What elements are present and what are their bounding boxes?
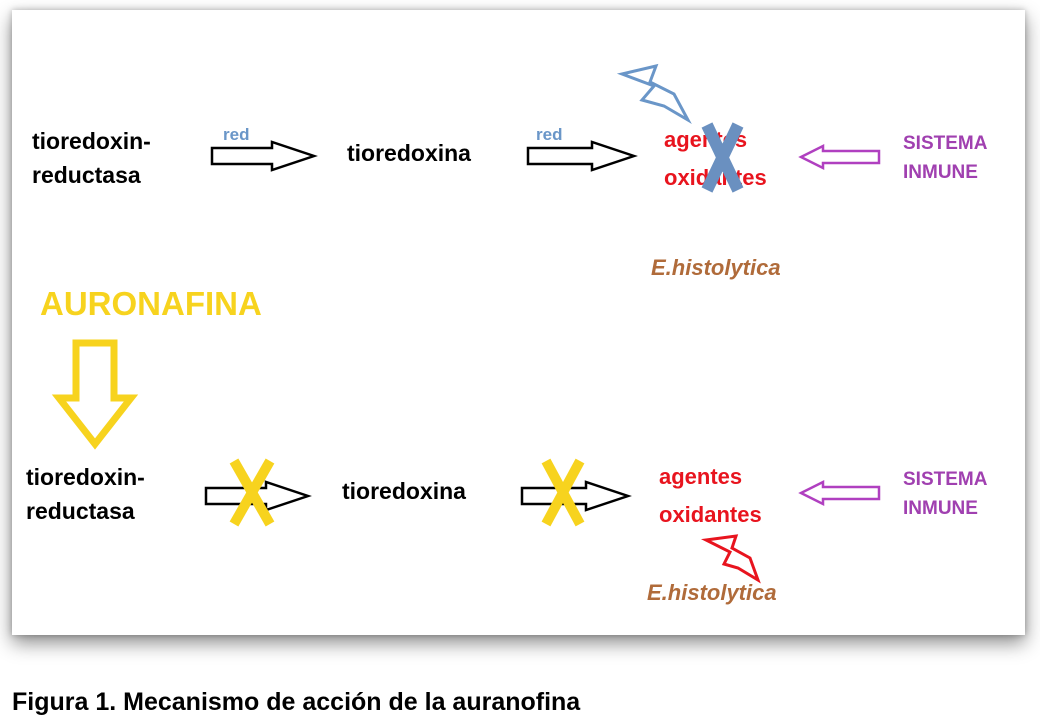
top-organism-label: E.histolytica <box>651 255 781 280</box>
drug-label: AURONAFINA <box>40 285 262 322</box>
bottom-immune-label: SISTEMA INMUNE <box>903 469 988 519</box>
lightning-bolt-icon <box>616 63 692 124</box>
bottom-oxidants-label: agentes oxidantes <box>659 464 762 527</box>
cross-mark-icon <box>229 458 275 527</box>
top-enzyme-label: tioredoxin- reductasa <box>32 128 151 188</box>
lightning-bolt-icon <box>700 534 761 584</box>
cross-mark-icon <box>541 458 585 527</box>
cross-mark-icon <box>701 122 744 193</box>
top-red-label-2: red <box>536 125 563 144</box>
outline-arrow-right-icon <box>210 140 318 172</box>
outline-arrow-right-icon <box>520 480 632 512</box>
top-red-label-1: red <box>223 125 250 144</box>
bottom-enzyme-label: tioredoxin- reductasa <box>26 464 145 524</box>
outline-arrow-left-icon <box>798 479 881 507</box>
outline-arrow-right-icon <box>526 140 638 172</box>
figure-panel <box>12 10 1025 635</box>
top-protein-label: tioredoxina <box>347 140 471 166</box>
bottom-protein-label: tioredoxina <box>342 478 466 504</box>
outline-arrow-left-icon <box>798 143 881 171</box>
bottom-organism-label: E.histolytica <box>647 580 777 605</box>
top-immune-label: SISTEMA INMUNE <box>903 133 988 183</box>
figure-caption: Figura 1. Mecanismo de acción de la aura… <box>12 688 581 716</box>
down-arrow-icon <box>51 339 139 450</box>
